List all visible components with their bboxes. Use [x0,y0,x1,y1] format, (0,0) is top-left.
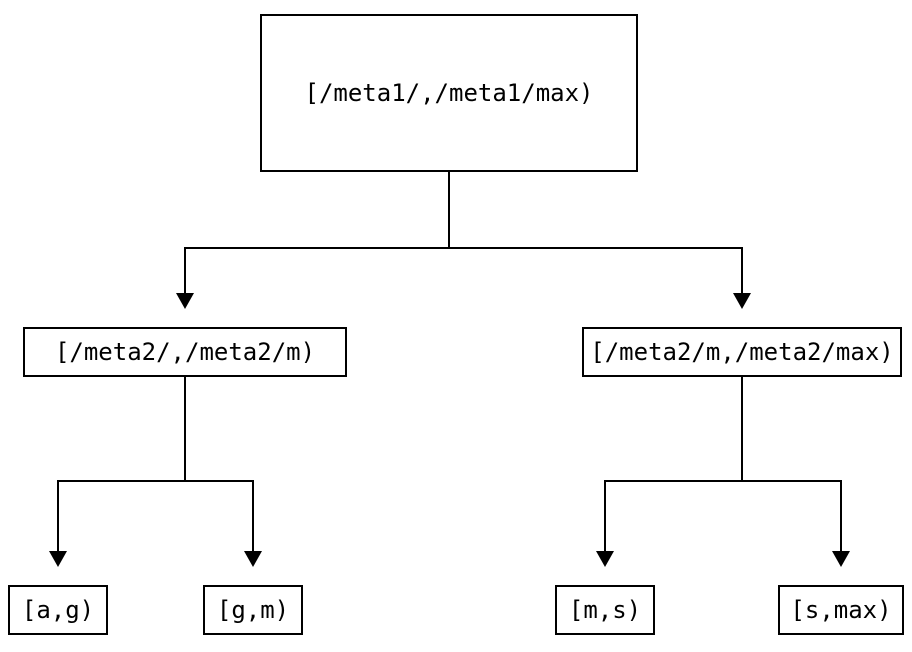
edge-root-to-meta2-left [184,172,450,295]
arrowhead-down-icon [733,293,751,309]
node-leaf-s-max: [s,max) [778,585,904,635]
node-leaf-a-g: [a,g) [8,585,108,635]
arrowhead-down-icon [176,293,194,309]
node-leaf-m-s: [m,s) [555,585,655,635]
arrowhead-down-icon [832,551,850,567]
arrowhead-down-icon [244,551,262,567]
node-meta2-right-interval: [/meta2/m,/meta2/max) [582,327,902,377]
edge-meta2-left-to-leaf-a-g [57,377,186,553]
node-root-interval: [/meta1/,/meta1/max) [260,14,638,172]
edge-meta2-left-to-leaf-g-m [185,480,254,553]
edge-root-to-meta2-right [449,247,743,295]
arrowhead-down-icon [596,551,614,567]
arrowhead-down-icon [49,551,67,567]
edge-meta2-right-to-leaf-s-max [742,480,842,553]
edge-meta2-right-to-leaf-m-s [604,377,743,553]
node-leaf-g-m: [g,m) [203,585,303,635]
node-meta2-left-interval: [/meta2/,/meta2/m) [23,327,347,377]
